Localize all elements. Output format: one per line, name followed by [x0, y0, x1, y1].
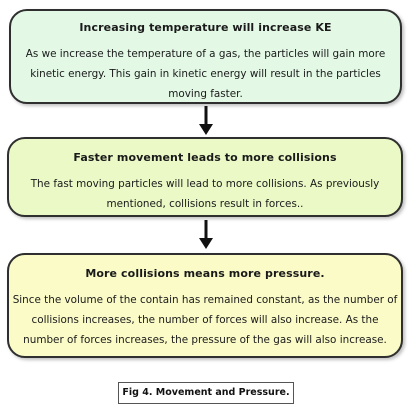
down-arrow-icon — [199, 220, 213, 249]
step-body: Since the volume of the contain has rema… — [12, 294, 398, 346]
step-box-pressure: More collisions means more pressure. Sin… — [7, 253, 403, 358]
step-title: More collisions means more pressure. — [85, 267, 325, 280]
figure-caption: Fig 4. Movement and Pressure. — [118, 382, 294, 404]
step-box-movement: Faster movement leads to more collisions… — [7, 137, 403, 217]
step-title: Faster movement leads to more collisions — [73, 151, 337, 164]
step-body: The fast moving particles will lead to m… — [30, 178, 380, 210]
down-arrow-icon — [199, 106, 213, 135]
step-box-temperature: Increasing temperature will increase KE … — [9, 9, 402, 104]
step-body: As we increase the temperature of a gas,… — [25, 48, 386, 100]
step-title: Increasing temperature will increase KE — [79, 21, 332, 34]
